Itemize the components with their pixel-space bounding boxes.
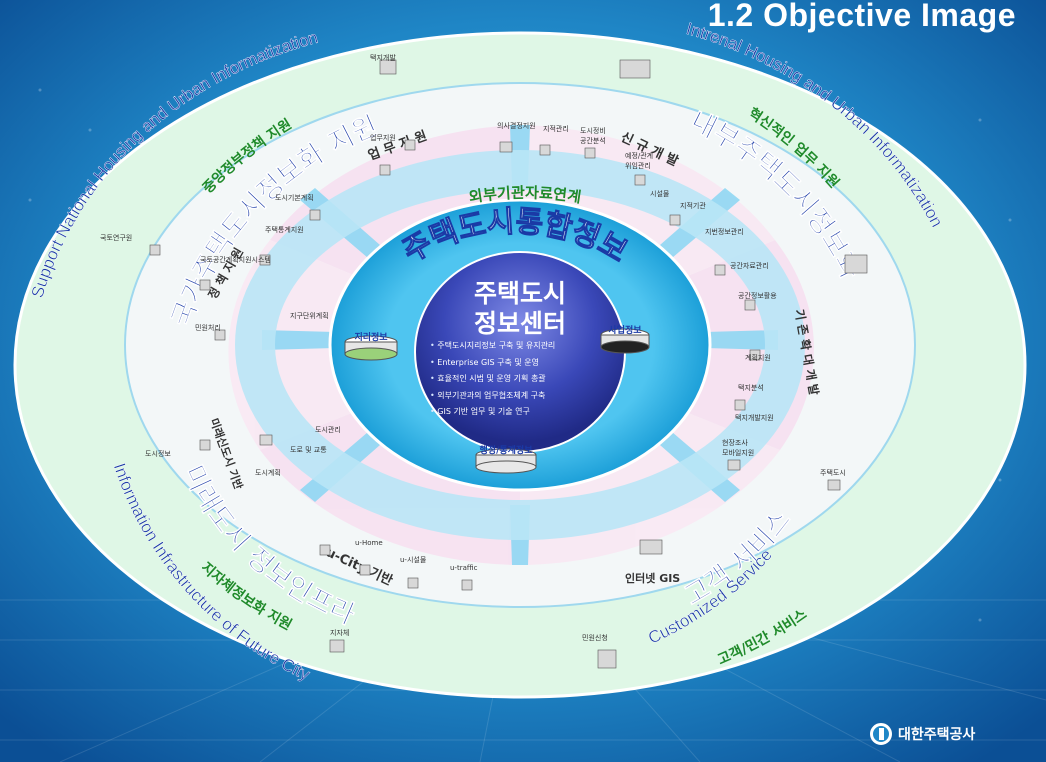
item-tr-2: 도시정비 bbox=[580, 126, 606, 135]
item-tr-12: 택지분석 bbox=[738, 383, 764, 392]
item-tl-2: 택지개발 bbox=[370, 53, 396, 62]
items-tl: 국토연구원 국토공간계획지원시스템 택지개발 업무지원 도시기본계획 주택통계지… bbox=[100, 53, 396, 332]
db-bottom: 행정/통계정보 bbox=[475, 444, 537, 474]
db-left: 지리정보 bbox=[344, 331, 398, 361]
items-br: 주택도시 민원신청 bbox=[582, 468, 846, 642]
item-tr-5: 위임관리 bbox=[625, 161, 651, 170]
system-icons bbox=[149, 59, 868, 669]
db-right-label: 사업정보 bbox=[608, 324, 642, 336]
company-logo-text: 대한주택공사 bbox=[898, 727, 976, 743]
item-tl-1: 국토공간계획지원시스템 bbox=[200, 255, 271, 264]
item-tr-14: 현장조사 bbox=[722, 438, 748, 447]
items-bl: 도시계획 도시관리 도로 및 교통 u-Home u-시설물 u-traffic… bbox=[145, 425, 478, 637]
center-name-line1: 주택도시 bbox=[474, 279, 566, 308]
center-bullet: Enterprise GIS 구축 및 운영 bbox=[430, 355, 620, 372]
quadrant-br-sub: 인터넷 GIS bbox=[625, 571, 680, 585]
item-tr-11: 계획지원 bbox=[745, 353, 771, 362]
item-bl-0: 도시계획 bbox=[255, 468, 281, 477]
link-band bbox=[235, 150, 805, 540]
item-tl-7: 지구단위계획 bbox=[290, 311, 329, 320]
item-tr-6: 시설물 bbox=[650, 190, 670, 198]
item-bl-6: 지자체 bbox=[330, 628, 349, 637]
items-tr: 의사결정지원 지적관리 도시정비 공간분석 예정/관계 위임관리 시설물 지적기… bbox=[497, 121, 777, 457]
item-bl-5: u-traffic bbox=[450, 564, 478, 572]
item-bl-3: u-Home bbox=[355, 539, 383, 547]
item-tl-3: 업무지원 bbox=[370, 133, 396, 142]
item-br-0: 주택도시 bbox=[820, 468, 846, 477]
item-bl-2: 도로 및 교통 bbox=[290, 446, 327, 454]
item-tr-15: 모바일지원 bbox=[722, 448, 754, 457]
item-tl-4: 도시기본계획 bbox=[275, 193, 314, 202]
item-bl-4: u-시설물 bbox=[400, 556, 427, 564]
item-tr-0: 의사결정지원 bbox=[497, 121, 536, 130]
item-tr-9: 공간자료관리 bbox=[730, 261, 769, 270]
item-tr-8: 지번정보관리 bbox=[705, 227, 744, 236]
item-tr-13: 택지개발지원 bbox=[735, 413, 774, 422]
item-tl-6: 민원처리 bbox=[195, 323, 221, 332]
item-tr-7: 지적기관 bbox=[680, 201, 706, 210]
item-tr-4: 예정/관계 bbox=[625, 151, 653, 160]
db-left-label: 지리정보 bbox=[354, 331, 388, 343]
center-bullet: GIS 기반 업무 및 기술 연구 bbox=[430, 404, 620, 421]
item-tr-1: 지적관리 bbox=[543, 124, 569, 133]
db-bottom-label: 행정/통계정보 bbox=[480, 444, 534, 456]
center-bullet-list: 주택도시지리정보 구축 및 유지관리 Enterprise GIS 구축 및 운… bbox=[430, 338, 620, 421]
item-bl-7: 도시정보 bbox=[145, 449, 171, 458]
page-title: 1.2 Objective Image bbox=[707, 0, 1016, 33]
item-tr-10: 공간정보활용 bbox=[738, 291, 777, 300]
company-logo-icon bbox=[870, 723, 892, 745]
item-br-1: 민원신청 bbox=[582, 633, 608, 642]
item-tl-5: 주택통계지원 bbox=[265, 225, 304, 234]
item-tl-0: 국토연구원 bbox=[100, 233, 132, 242]
center-bullet: 주택도시지리정보 구축 및 유지관리 bbox=[430, 338, 620, 355]
company-logo: 대한주택공사 bbox=[870, 720, 975, 748]
center-bullet: 외부기관과의 업무협조체계 구축 bbox=[430, 388, 620, 405]
center-name-line2: 정보센터 bbox=[474, 309, 566, 338]
item-bl-1: 도시관리 bbox=[315, 425, 341, 434]
item-tr-3: 공간분석 bbox=[580, 136, 606, 145]
center-bullet: 효율적인 시범 및 운영 기획 총괄 bbox=[430, 371, 620, 388]
